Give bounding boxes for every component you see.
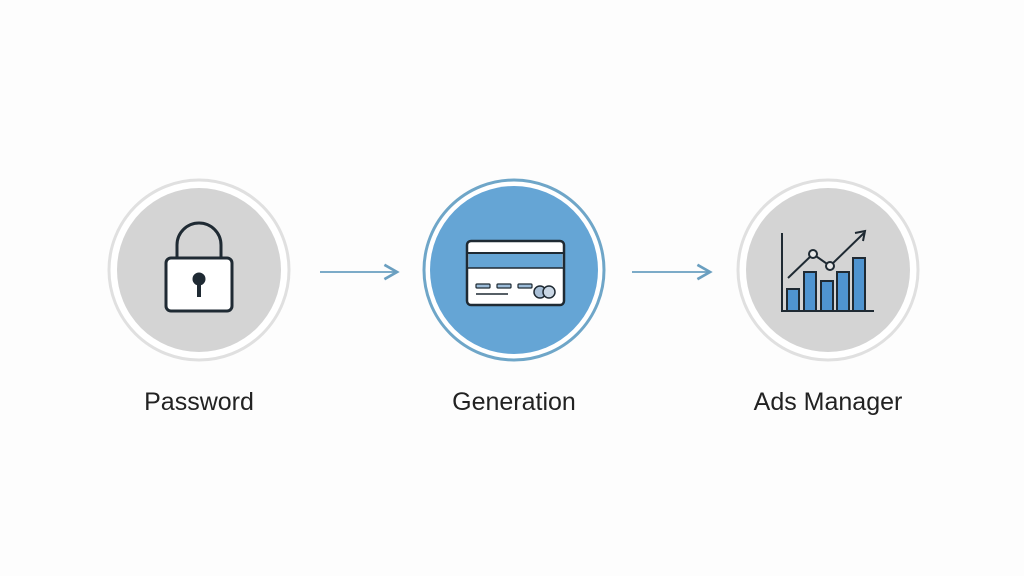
- step-generation-node: [422, 178, 606, 362]
- step-label-password: Password: [144, 388, 254, 416]
- step-ads-manager-node: [736, 178, 920, 362]
- step-label-generation: Generation: [452, 388, 576, 416]
- credit-card-icon: [465, 239, 566, 307]
- bar-chart-icon: [781, 229, 874, 312]
- step-password-node: [107, 178, 291, 362]
- lock-icon: [164, 221, 234, 313]
- step-label-ads-manager: Ads Manager: [753, 388, 903, 416]
